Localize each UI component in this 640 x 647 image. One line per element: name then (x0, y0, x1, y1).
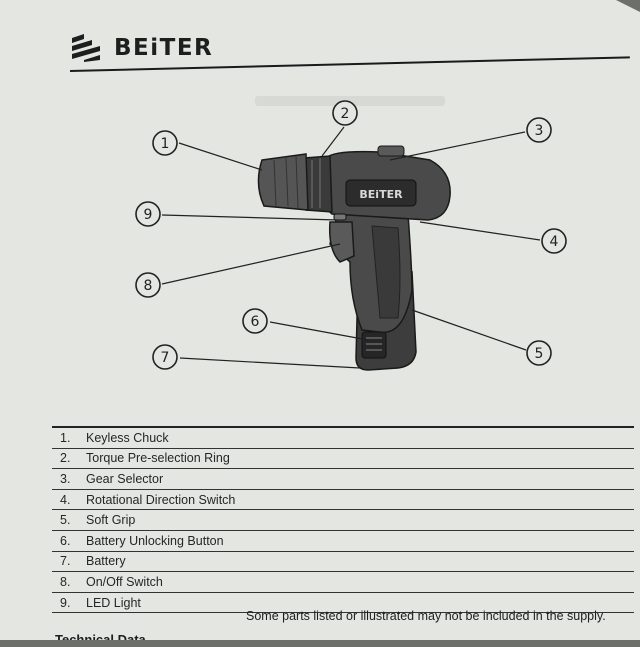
technical-data-heading: Technical Data (55, 632, 146, 647)
part-name: Battery Unlocking Button (86, 533, 224, 548)
callout-3: 3 (526, 117, 552, 143)
parts-list-item: 3. Gear Selector (52, 469, 634, 490)
part-name: Gear Selector (86, 471, 164, 486)
parts-list-item: 8. On/Off Switch (52, 572, 634, 593)
leader-lines (161, 126, 541, 369)
part-name: Soft Grip (86, 513, 136, 528)
part-name: Keyless Chuck (86, 430, 169, 445)
callout-8: 8 (135, 272, 161, 298)
callout-label: 8 (144, 278, 153, 294)
parts-list-item: 7. Battery (52, 552, 634, 573)
callout-label: 9 (144, 207, 153, 223)
parts-list: 1. Keyless Chuck 2. Torque Pre-selection R… (52, 426, 634, 614)
part-name: LED Light (86, 595, 141, 610)
drill-illustration: BEiTER 1 (135, 100, 567, 371)
parts-list-item: 5. Soft Grip (52, 510, 634, 531)
bleed-through (255, 96, 445, 106)
brand-header: BEiTER (70, 34, 213, 62)
callout-label: 1 (161, 136, 170, 152)
callout-2: 2 (332, 100, 358, 126)
part-number: 8. (60, 574, 71, 589)
callout-7: 7 (152, 344, 178, 370)
parts-list-item: 1. Keyless Chuck (52, 428, 634, 449)
callout-label: 6 (251, 314, 260, 330)
callout-4: 4 (541, 228, 567, 254)
part-number: 1. (60, 430, 71, 445)
callout-label: 7 (161, 350, 170, 366)
callout-label: 5 (535, 346, 544, 362)
part-number: 9. (60, 595, 71, 610)
parts-list-item: 4. Rotational Direction Switch (52, 490, 634, 511)
beiter-logo-icon (72, 34, 100, 62)
callout-label: 4 (550, 234, 559, 250)
part-number: 6. (60, 533, 71, 548)
part-number: 7. (60, 554, 71, 569)
part-number: 2. (60, 451, 71, 466)
callout-1: 1 (152, 130, 178, 156)
part-number: 5. (60, 513, 71, 528)
supply-note: Some parts listed or illustrated may not… (246, 609, 606, 623)
part-name: On/Off Switch (86, 574, 163, 589)
callout-label: 2 (341, 106, 350, 122)
part-number: 4. (60, 492, 71, 507)
callout-label: 3 (535, 123, 544, 139)
callout-5: 5 (526, 340, 552, 366)
drill-drawing: BEiTER (257, 145, 451, 371)
parts-list-item: 6. Battery Unlocking Button (52, 531, 634, 552)
part-name: Rotational Direction Switch (86, 492, 236, 507)
part-name: Battery (86, 554, 126, 569)
part-number: 3. (60, 471, 71, 486)
callout-9: 9 (135, 201, 161, 227)
callout-6: 6 (242, 308, 268, 334)
parts-list-item: 2. Torque Pre-selection Ring (52, 449, 634, 470)
drill-brand-label: BEiTER (359, 188, 403, 201)
part-name: Torque Pre-selection Ring (86, 451, 230, 466)
brand-name: BEiTER (114, 35, 214, 61)
parts-list-item: 9. LED Light (52, 593, 634, 614)
